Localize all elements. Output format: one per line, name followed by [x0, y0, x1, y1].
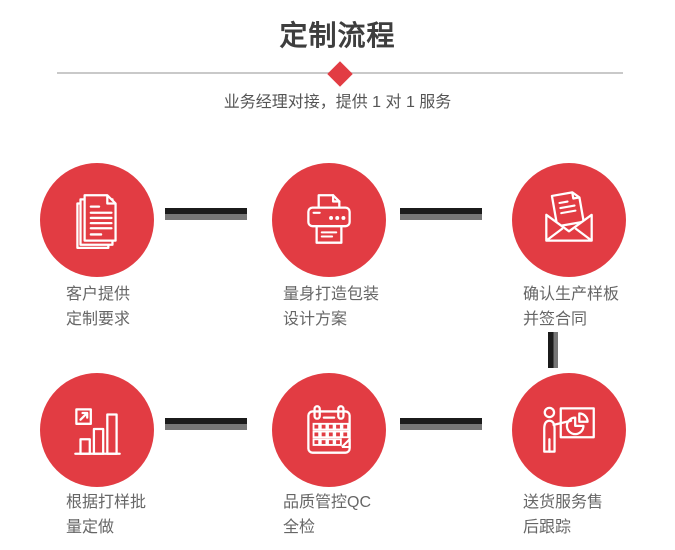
- step-label: 量身打造包装 设计方案: [283, 282, 379, 332]
- step-label-line1: 确认生产样板: [523, 286, 620, 303]
- step-label: 根据打样批 量定做: [66, 490, 146, 540]
- step-label: 送货服务售 后跟踪: [523, 490, 603, 540]
- connector-bar-row1-b: [400, 208, 482, 220]
- step-label-line2: 设计方案: [283, 311, 348, 328]
- page-title: 定制流程: [279, 20, 396, 51]
- step-circle-qc-inspection: [272, 373, 386, 487]
- step-circle-batch-production: [40, 373, 154, 487]
- step-circle-customer-requirements: [40, 163, 154, 277]
- calendar-icon: [307, 405, 351, 454]
- step-label-line1: 根据打样批: [66, 494, 147, 511]
- step-label: 确认生产样板 并签合同: [523, 282, 619, 332]
- connector-bar-row1-a: [165, 208, 247, 220]
- connector-bar-row2-b: [400, 418, 482, 430]
- subtitle-text: 业务经理对接，提供 1 对 1 服务: [223, 94, 452, 111]
- connector-bar-vertical: [548, 332, 558, 368]
- step-label-line1: 送货服务售: [523, 494, 604, 511]
- bar-chart-growth-icon: [74, 408, 121, 455]
- step-label: 品质管控QC 全检: [283, 490, 371, 540]
- step-circle-delivery-aftersales: [512, 373, 626, 487]
- step-label-line2: 并签合同: [523, 311, 588, 328]
- step-label: 客户提供 定制要求: [66, 282, 130, 332]
- printer-icon: [307, 194, 351, 244]
- step-label-line2: 全检: [283, 519, 316, 536]
- presentation-pie-icon: [543, 406, 595, 453]
- step-circle-sample-contract: [512, 163, 626, 277]
- step-label-line2: 后跟踪: [523, 519, 572, 536]
- envelope-letter-icon: [545, 191, 593, 242]
- step-label-line1: 客户提供: [66, 286, 131, 303]
- step-label-line2: 定制要求: [66, 311, 131, 328]
- step-label-line1: 量身打造包装: [283, 286, 380, 303]
- step-label-line2: 量定做: [66, 519, 115, 536]
- connector-bar-row2-a: [165, 418, 247, 430]
- step-circle-packaging-design: [272, 163, 386, 277]
- diamond-accent-icon: [327, 61, 353, 87]
- step-label-line1: 品质管控QC: [283, 494, 372, 511]
- documents-icon: [76, 194, 117, 249]
